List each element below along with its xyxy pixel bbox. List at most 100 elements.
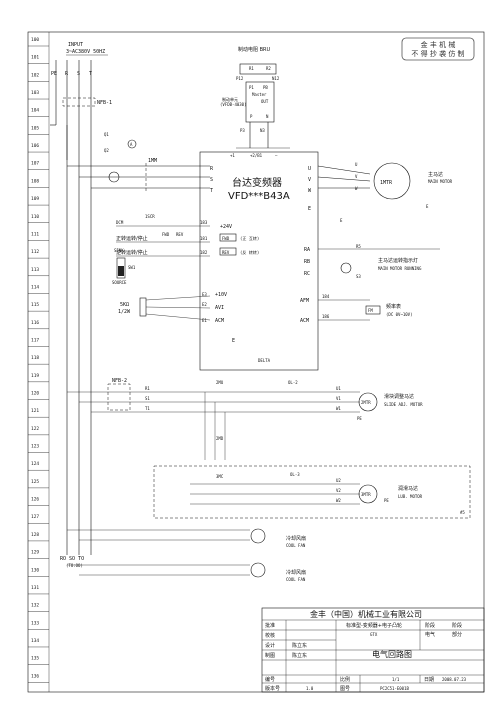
row-number: 100 bbox=[31, 37, 39, 43]
row-number: 124 bbox=[31, 461, 39, 467]
lube-motor-symbol bbox=[358, 484, 378, 504]
ctrl-forward-label: 正转运转/停止 bbox=[116, 235, 148, 242]
row-number: 102 bbox=[31, 72, 39, 78]
slide-ol: OL-2 bbox=[288, 380, 298, 385]
brake-unit-title: 制动单元 bbox=[222, 96, 238, 102]
ctrl-e2: E2 bbox=[202, 302, 207, 307]
ctrl-source: SOURCE bbox=[112, 280, 127, 285]
tb-version: 1.0 bbox=[306, 686, 314, 691]
stamp-line1: 金 丰 机 械 bbox=[421, 40, 456, 49]
ctrl-e1: E1 bbox=[202, 318, 207, 323]
row-number: 136 bbox=[31, 673, 39, 679]
row-number: 133 bbox=[31, 620, 39, 626]
vfd-rev-desc: (反 转转) bbox=[240, 249, 259, 255]
wire-182: 182 bbox=[200, 250, 208, 255]
main-motor-en: MAIN MOTOR bbox=[428, 179, 453, 184]
phase-pe: PE bbox=[51, 71, 57, 77]
cool-fan-2 bbox=[250, 562, 266, 578]
row-number: 126 bbox=[31, 497, 39, 503]
vfd-brand: DELTA bbox=[258, 358, 271, 363]
vfd-ra: RA bbox=[304, 247, 310, 253]
slide-motor-en: SLIDE ADJ. MOTOR bbox=[384, 402, 423, 407]
main-motor-label: 1MTR bbox=[380, 180, 393, 186]
tb-design: 设计 bbox=[265, 642, 275, 649]
slide-w1: W1 bbox=[336, 406, 341, 411]
stamp-line2: 不 得 抄 袭 仿 制 bbox=[411, 49, 464, 58]
ctrl-reverse-label: 逆转运转/停止 bbox=[116, 249, 148, 256]
row-number: 122 bbox=[31, 426, 39, 432]
vfd-avi: AVI bbox=[215, 305, 224, 311]
vfd-frame bbox=[199, 151, 319, 371]
vfd-24v: +24V bbox=[220, 224, 232, 230]
vfd-dc-plus1: +1 bbox=[230, 153, 235, 158]
brake-master: Master bbox=[252, 92, 267, 97]
run-lamp bbox=[340, 262, 352, 274]
ctrl-pot-w: 1/2W bbox=[118, 309, 131, 315]
wire-183: 183 bbox=[200, 220, 208, 225]
tb-drawer: 陈立东 bbox=[292, 652, 307, 659]
slide-s1: S1 bbox=[145, 396, 150, 401]
slide-motor-symbol bbox=[358, 392, 378, 412]
freq-meter-cn: 频率表 bbox=[386, 303, 401, 310]
brake-resistor bbox=[239, 63, 277, 75]
row-number: 121 bbox=[31, 408, 39, 414]
tb-model-code: GTX bbox=[370, 632, 378, 637]
slide-motor-cn: 滑块调整马达 bbox=[384, 393, 414, 400]
row-number: 135 bbox=[31, 656, 39, 662]
ctrl-rev-small: REV bbox=[176, 232, 184, 237]
vfd-in-s: S bbox=[210, 177, 213, 183]
lube-pe: PE bbox=[384, 498, 389, 503]
row-number: 117 bbox=[31, 337, 39, 343]
freq-meter-range: (DC 0V~10V) bbox=[386, 312, 413, 317]
row-number: 125 bbox=[31, 479, 39, 485]
main-motor-w: W bbox=[355, 186, 358, 191]
vfd-ground-e: E bbox=[340, 218, 343, 223]
cool-fans-section: 冷却风扇 COOL FAN 冷却风扇 COOL FAN bbox=[67, 528, 306, 582]
vfd-acm2: ACM bbox=[300, 318, 309, 324]
vfd-afm: AFM bbox=[300, 298, 309, 304]
row-number: 112 bbox=[31, 249, 39, 255]
row-number: 103 bbox=[31, 90, 39, 96]
ctrl-sink: SINK bbox=[114, 248, 124, 253]
cool-fan-1 bbox=[250, 528, 266, 544]
row-number: 110 bbox=[31, 214, 39, 220]
main-contactor-label: 1MM bbox=[148, 158, 157, 164]
ctrl-fwd-small: FWD bbox=[162, 232, 170, 237]
tb-stage: 阶段 bbox=[452, 622, 462, 629]
input-spec: 3~AC380V 50HZ bbox=[66, 49, 105, 55]
lube-contactor: 3MC bbox=[216, 474, 224, 479]
wire-181: 181 bbox=[200, 236, 208, 241]
tb-check: 校核 bbox=[265, 632, 275, 639]
fan2-en: COOL FAN bbox=[286, 577, 306, 582]
vfd-in-t: T bbox=[210, 188, 213, 194]
vfd-out-v: V bbox=[308, 177, 311, 183]
vfd-10v: +10V bbox=[215, 292, 227, 298]
freq-meter-section: 184 186 FM 频率表 (DC 0V~10V) bbox=[318, 294, 413, 321]
vfd-block: +1 +2/B1 — 台达变频器 VFD***B43A R S T U V W … bbox=[199, 151, 319, 371]
brake-out: OUT bbox=[261, 99, 269, 104]
ammeter-q1: Q1 bbox=[104, 132, 109, 137]
fan1-en: COOL FAN bbox=[286, 543, 306, 548]
run-lamp-r5: R5 bbox=[356, 244, 361, 249]
ctrl-scr: 1SCR bbox=[145, 214, 155, 219]
tb-scale: 1/1 bbox=[392, 677, 400, 682]
row-number: 107 bbox=[31, 161, 39, 167]
vfd-model: VFD***B43A bbox=[228, 191, 290, 202]
slide-u1: U1 bbox=[336, 386, 341, 391]
lube-w2: W2 bbox=[336, 498, 341, 503]
wire-184: 184 bbox=[322, 294, 330, 299]
ctrl-e3: E3 bbox=[202, 292, 207, 297]
input-title: INPUT bbox=[68, 42, 83, 48]
ctrl-pot: 5KΩ bbox=[120, 302, 129, 308]
row-number: 127 bbox=[31, 514, 39, 520]
phase-t: T bbox=[89, 71, 92, 77]
brake-n: N bbox=[266, 114, 269, 119]
run-lamp-cn: 主马达运转指示灯 bbox=[378, 257, 418, 264]
row-number: 104 bbox=[31, 108, 39, 114]
tb-date: 2008.07.23 bbox=[442, 677, 467, 682]
row-number: 116 bbox=[31, 320, 39, 326]
lube-motor-box bbox=[153, 465, 471, 519]
ammeter-q2: Q2 bbox=[104, 148, 109, 153]
slide-motor-label: 2MTR bbox=[361, 400, 371, 405]
row-number: 134 bbox=[31, 638, 39, 644]
